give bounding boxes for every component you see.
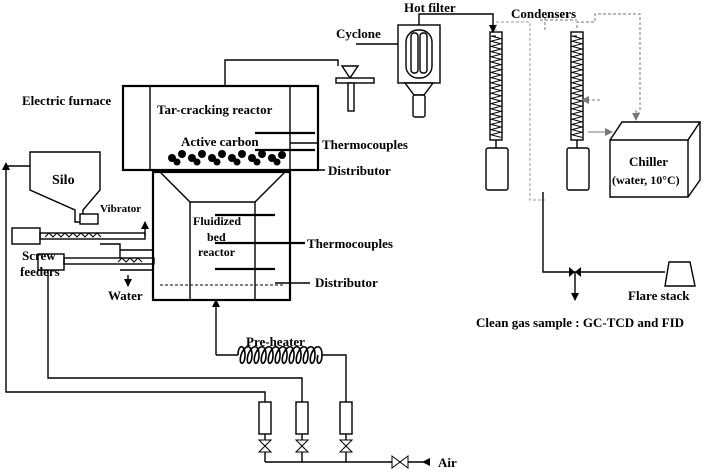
label-distributor-top: Distributor	[328, 163, 391, 178]
chiller-unit	[609, 121, 701, 198]
label-chiller: Chiller	[629, 154, 668, 169]
label-screw: Screw	[22, 248, 56, 263]
label-condensers: Condensers	[511, 6, 576, 21]
vibrator-box	[79, 213, 99, 225]
label-reactor: reactor	[198, 245, 236, 259]
silo-purge-line	[5, 165, 266, 402]
pre-heater-coil	[237, 345, 323, 365]
label-pre-heater: Pre-heater	[246, 334, 305, 349]
label-vibrator: Vibrator	[100, 203, 141, 215]
label-flare-stack: Flare stack	[628, 288, 690, 303]
label-thermocouples-top: Thermocouples	[322, 137, 408, 152]
rotameter-3	[339, 401, 353, 435]
reactor-cone	[159, 171, 286, 203]
valves-row	[257, 439, 354, 453]
label-hot-filter: Hot filter	[404, 0, 456, 15]
feeder-purge-line	[47, 270, 303, 402]
tar-cracking-reactor-box	[149, 85, 291, 171]
reactor-vessel	[151, 170, 292, 302]
label-electric-furnace: Electric furnace	[22, 93, 111, 108]
filter-to-condenser-line	[418, 13, 497, 33]
label-water: Water	[108, 288, 143, 303]
screw-feeder-motor-1	[11, 227, 41, 245]
hot-filter-housing	[397, 24, 441, 84]
label-distributor-bottom: Distributor	[315, 275, 378, 290]
label-air: Air	[438, 455, 457, 470]
condenser-1	[485, 31, 509, 191]
screw-feeder-2	[63, 257, 155, 265]
hot-filter	[397, 24, 441, 118]
active-carbon-bed	[168, 150, 286, 166]
label-feeders: feeders	[20, 264, 60, 279]
cyclone-cone	[340, 65, 360, 80]
label-silo: Silo	[52, 173, 75, 188]
flare-stack-symbol	[664, 261, 696, 287]
rotameter-2	[295, 401, 309, 435]
electric-furnace	[121, 84, 320, 172]
fluidized-bed-reactor	[151, 170, 292, 302]
label-cyclone: Cyclone	[336, 26, 381, 41]
rotameter-1	[258, 401, 272, 435]
label-active-carbon: Active carbon	[181, 134, 259, 149]
label-chiller-temp: (water, 10°C)	[612, 173, 680, 187]
air-valve	[391, 455, 401, 469]
chiller-return-line	[576, 13, 641, 119]
pipe-reactor-to-cyclone	[224, 59, 339, 86]
cyclone	[335, 65, 375, 112]
label-tar-cracking-reactor: Tar-cracking reactor	[157, 102, 273, 117]
condenser-2	[566, 31, 590, 191]
label-clean-gas-sample: Clean gas sample : GC-TCD and FID	[476, 315, 684, 330]
label-thermocouples-bottom: Thermocouples	[307, 236, 393, 251]
label-fluidized: Fluidized	[193, 214, 241, 228]
gas-outlet-line	[542, 192, 665, 273]
label-bed: bed	[207, 230, 226, 244]
